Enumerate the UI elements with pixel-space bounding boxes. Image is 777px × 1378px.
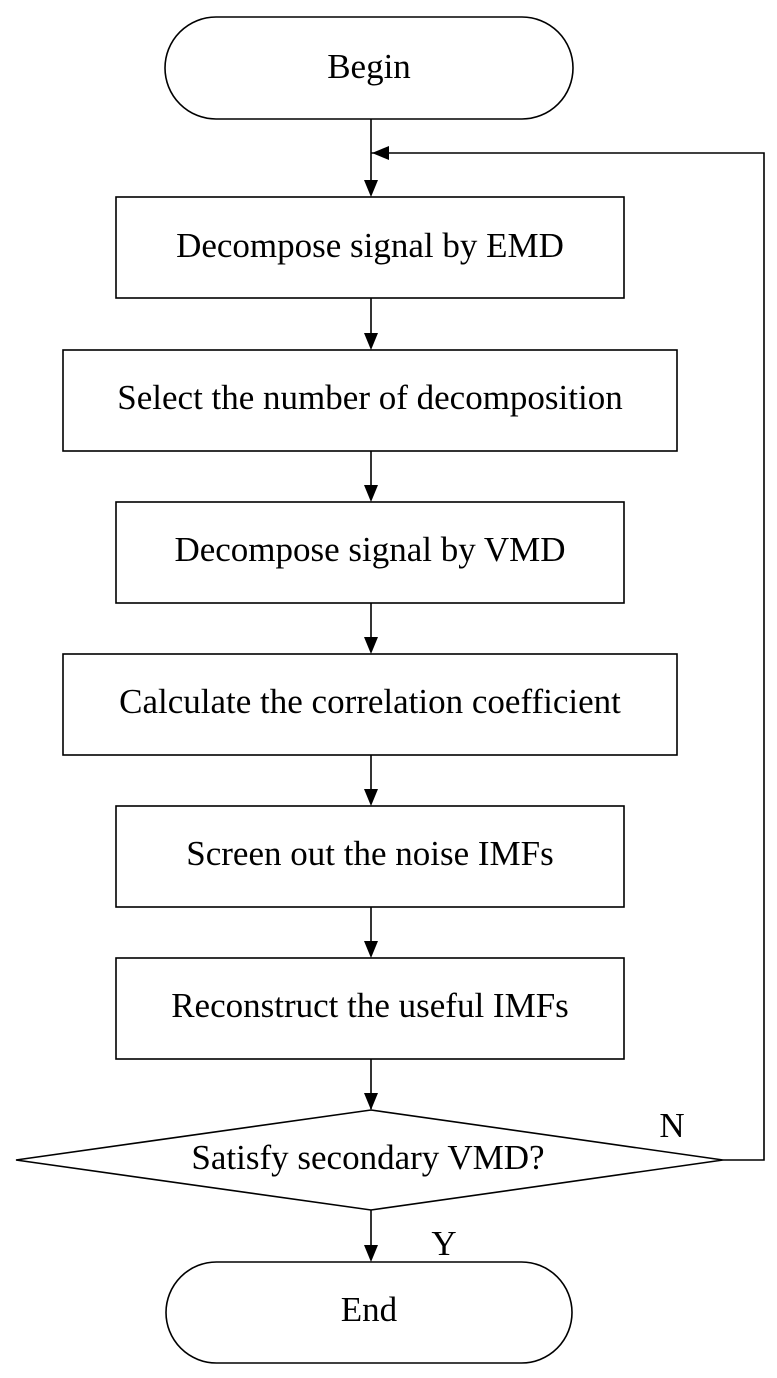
step-decompose-vmd-label: Decompose signal by VMD <box>174 530 565 569</box>
begin-node: Begin <box>164 16 574 120</box>
step-select-number-label: Select the number of decomposition <box>117 378 622 417</box>
step-reconstruct-label: Reconstruct the useful IMFs <box>171 986 569 1025</box>
edge-select-to-vmd <box>364 451 378 502</box>
edge-emd-to-select <box>364 298 378 350</box>
yes-label: Y <box>431 1224 456 1263</box>
step-decompose-emd: Decompose signal by EMD <box>115 196 625 299</box>
step-screen-noise: Screen out the noise IMFs <box>115 805 625 908</box>
begin-label: Begin <box>327 47 411 86</box>
end-label: End <box>341 1290 398 1329</box>
step-decompose-emd-label: Decompose signal by EMD <box>176 226 564 265</box>
edge-screen-to-reconstruct <box>364 907 378 958</box>
edge-reconstruct-to-decision <box>364 1059 378 1110</box>
decision-label: Satisfy secondary VMD? <box>191 1138 544 1177</box>
edge-correlation-to-screen <box>364 755 378 806</box>
edge-begin-to-emd <box>364 119 378 197</box>
step-select-number: Select the number of decomposition <box>62 349 678 452</box>
edge-vmd-to-correlation <box>364 603 378 654</box>
end-node: End <box>165 1261 573 1364</box>
step-correlation-label: Calculate the correlation coefficient <box>119 682 621 721</box>
edge-decision-to-end <box>364 1210 378 1262</box>
step-decompose-vmd: Decompose signal by VMD <box>115 501 625 604</box>
decision-node: Satisfy secondary VMD? <box>15 1109 724 1211</box>
no-label: N <box>659 1106 684 1145</box>
step-reconstruct: Reconstruct the useful IMFs <box>115 957 625 1060</box>
step-correlation: Calculate the correlation coefficient <box>62 653 678 756</box>
edge-loop-no <box>371 146 765 1161</box>
step-screen-noise-label: Screen out the noise IMFs <box>186 834 553 873</box>
